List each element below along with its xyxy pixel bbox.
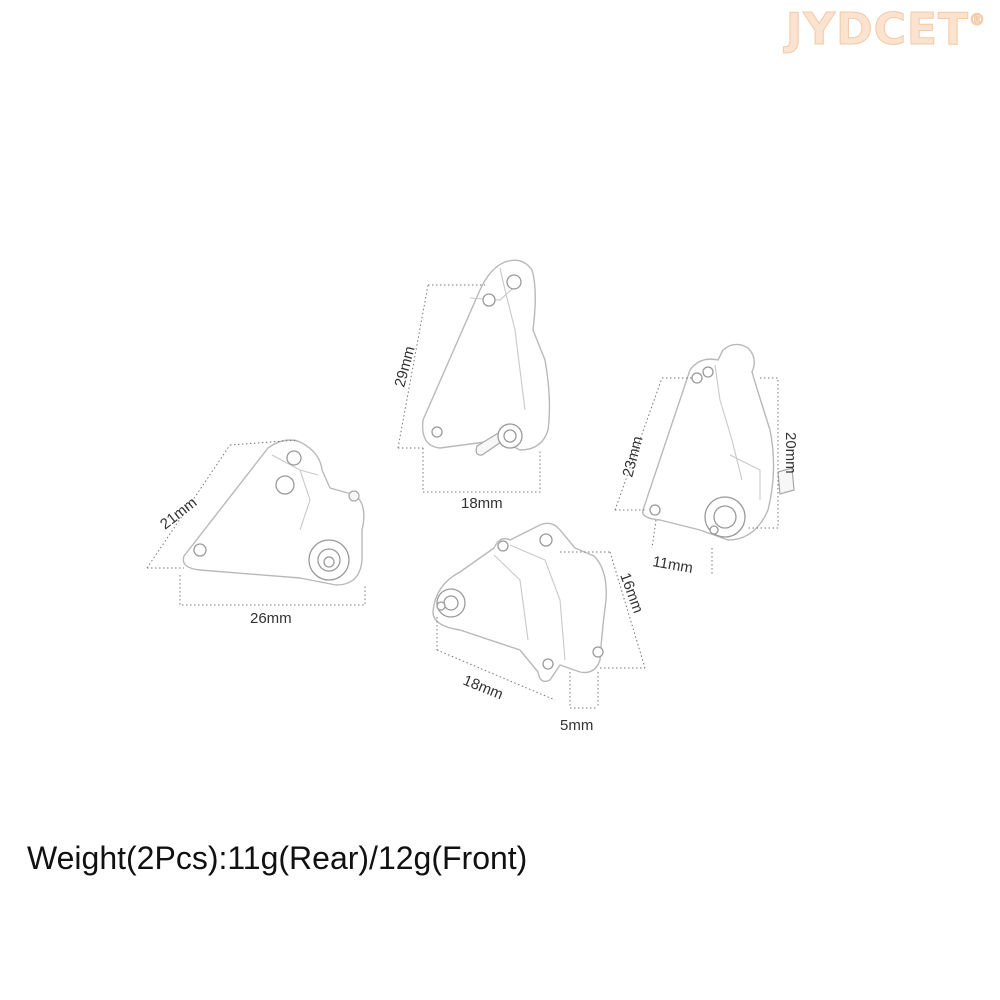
front-bracket xyxy=(432,522,646,709)
front-height-label: 16mm xyxy=(616,571,646,616)
front-length-label: 18mm xyxy=(461,672,506,703)
brand-logo: JYDCET® xyxy=(785,4,986,56)
left-width-label: 26mm xyxy=(250,610,292,627)
brand-name: JYDCET xyxy=(785,4,969,56)
left-height-label: 21mm xyxy=(157,494,200,533)
right-width-label: 11mm xyxy=(651,553,694,577)
top-width-label: 18mm xyxy=(461,495,503,512)
weight-caption: Weight(2Pcs):11g(Rear)/12g(Front) xyxy=(27,840,528,876)
right-depth-label: 20mm xyxy=(782,432,799,474)
top-height-label: 29mm xyxy=(391,344,418,389)
registered-mark: ® xyxy=(969,10,986,30)
top-bracket xyxy=(397,259,551,493)
left-bracket xyxy=(146,439,366,606)
right-bracket xyxy=(614,343,795,575)
front-thickness-label: 5mm xyxy=(560,717,593,734)
right-height-label: 23mm xyxy=(619,434,646,479)
